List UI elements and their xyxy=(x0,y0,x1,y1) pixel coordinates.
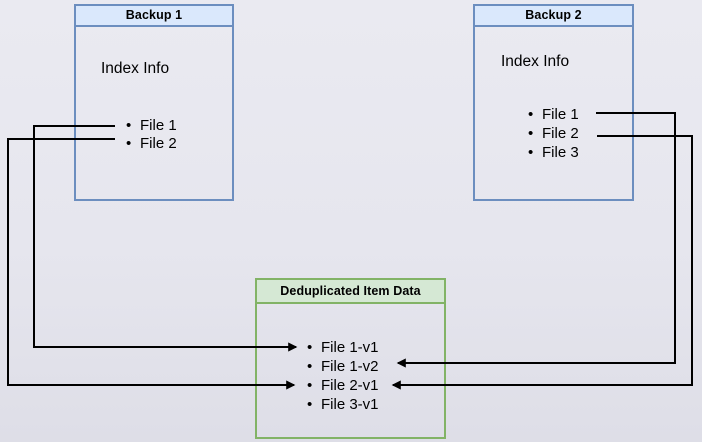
backup2-title: Backup 2 xyxy=(475,6,632,27)
backup1-title: Backup 1 xyxy=(76,6,232,27)
list-item: File 1 xyxy=(528,105,579,124)
backup1-file-list: File 1 File 2 xyxy=(126,117,177,153)
backup1-index-info-label: Index Info xyxy=(101,60,170,77)
list-item: File 2 xyxy=(528,124,579,143)
list-item: File 3 xyxy=(528,143,579,162)
list-item: File 2 xyxy=(126,135,177,153)
deduplicated-item-data-box: Deduplicated Item Data File 1-v1 File 1-… xyxy=(255,278,446,439)
list-item: File 1-v1 xyxy=(307,338,379,357)
list-item: File 1-v2 xyxy=(307,357,379,376)
dedup-file-list: File 1-v1 File 1-v2 File 2-v1 File 3-v1 xyxy=(307,338,379,414)
list-item: File 2-v1 xyxy=(307,376,379,395)
backup2-index-info-label: Index Info xyxy=(501,53,570,70)
backup2-file-list: File 1 File 2 File 3 xyxy=(528,105,579,162)
backup2-box: Backup 2 Index Info File 1 File 2 File 3 xyxy=(473,4,634,201)
list-item: File 3-v1 xyxy=(307,395,379,414)
dedup-title: Deduplicated Item Data xyxy=(257,280,444,304)
list-item: File 1 xyxy=(126,117,177,135)
backup1-box: Backup 1 Index Info File 1 File 2 xyxy=(74,4,234,201)
